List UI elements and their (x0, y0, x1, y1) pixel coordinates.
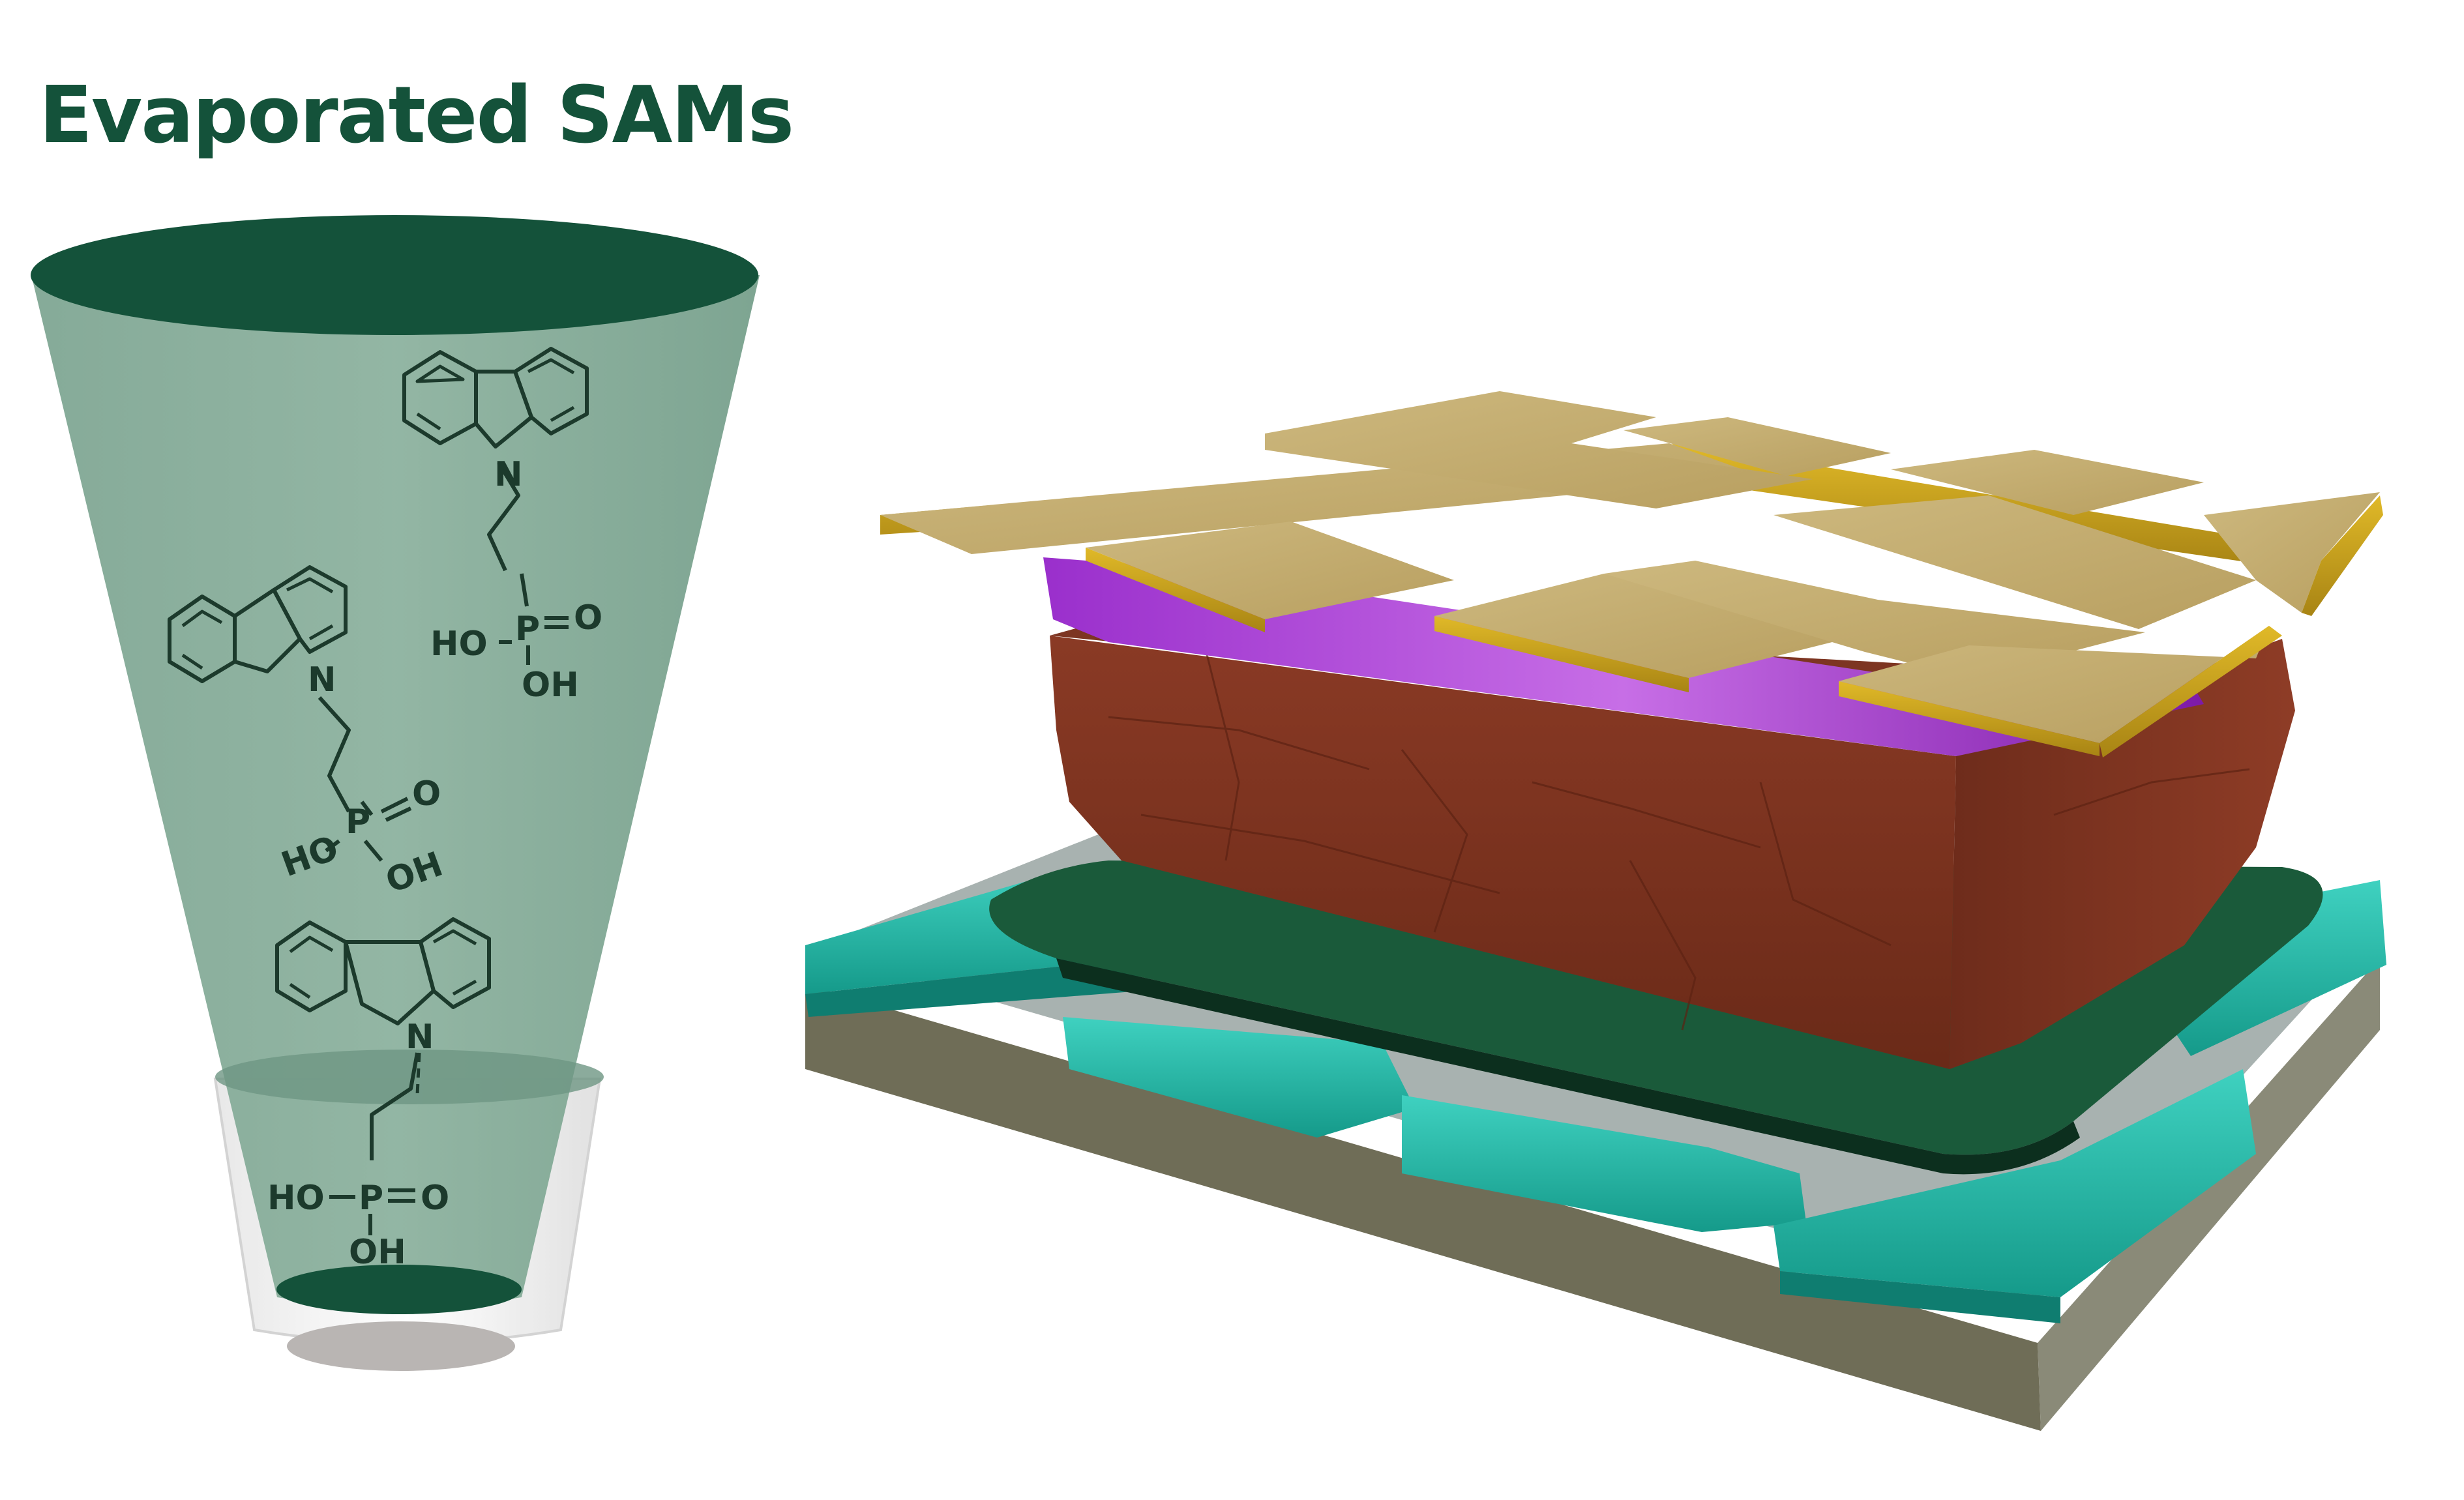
sam-source (276, 1265, 522, 1314)
sam-molecule (168, 565, 351, 813)
nitrogen-atom: N (406, 1018, 434, 1057)
crucible-shadow (287, 1321, 515, 1371)
cone-top (31, 215, 758, 335)
hydroxyl-group: HO (430, 625, 488, 664)
ito-strip-front (1780, 1271, 2060, 1323)
perovskite-side (1950, 639, 2295, 1069)
hydroxyl-group: OH (349, 1233, 406, 1272)
nitrogen-atom: N (308, 660, 336, 699)
device-stack (805, 391, 2386, 1431)
ito-strip (1402, 1095, 1806, 1232)
perovskite-front (1050, 636, 1956, 1069)
vapour-plume (31, 275, 760, 1307)
ito-strip (1774, 1069, 2256, 1297)
ito-strip-front (805, 958, 1141, 1017)
crucible-rim (215, 1050, 604, 1104)
phosphorus-atom: P (515, 610, 540, 649)
perovskite-texture (1108, 651, 2250, 1031)
sam-molecule (402, 347, 589, 572)
gold-electrodes (880, 391, 2383, 757)
title: Evaporated SAMs (39, 70, 794, 161)
oxygen-atom: O (412, 774, 441, 814)
substrate-side (2038, 958, 2380, 1431)
sam-molecule (275, 917, 491, 1160)
oxygen-atom: O (574, 598, 602, 638)
hydroxyl-group: OH (522, 666, 579, 705)
phosphorus-atom: P (359, 1179, 383, 1218)
nitrogen-atom: N (494, 455, 523, 494)
oxygen-atom: O (421, 1179, 449, 1218)
ito-strip (1063, 1017, 1415, 1138)
hydroxyl-group: HO (267, 1179, 325, 1218)
dashed-bond (415, 1052, 421, 1096)
evaporation-cone (31, 215, 760, 1371)
substrate-front (805, 984, 2041, 1431)
